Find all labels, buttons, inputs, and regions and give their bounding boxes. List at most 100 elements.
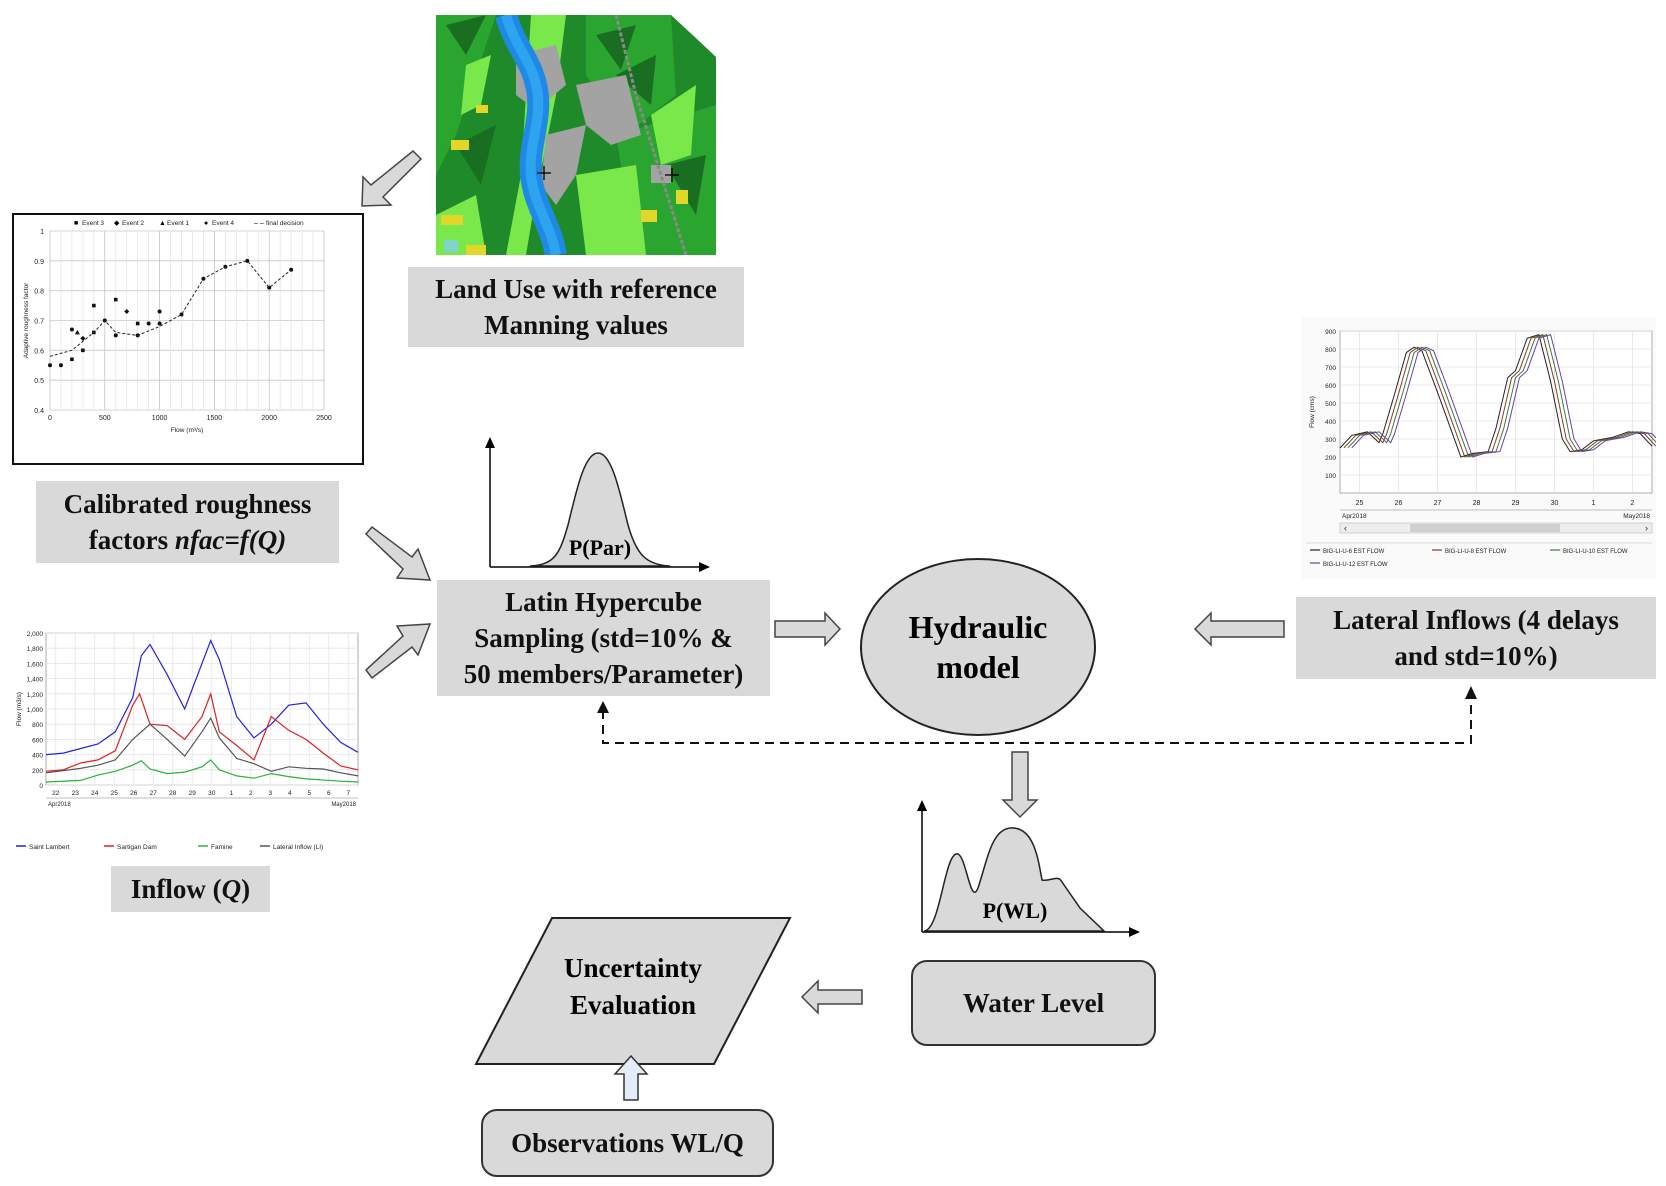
- roughness-point-0: [48, 363, 52, 368]
- roughness-point-8: [92, 303, 96, 308]
- inflow-ytick-8: 400: [32, 753, 43, 760]
- inflow-xtick-10: 2: [249, 790, 253, 797]
- inflow-legend-label-1: Sartigan Dam: [117, 844, 157, 851]
- inflow-ytick-9: 200: [32, 768, 43, 775]
- water-level-box: Water Level: [911, 960, 1156, 1046]
- wl-curve: [923, 827, 1106, 932]
- wl-x-arrowhead: [1129, 927, 1140, 937]
- inflow-series-1: [45, 691, 359, 772]
- lateral-xtick-0: 25: [1356, 500, 1364, 507]
- hydraulic-model-ellipse: Hydraulic model: [860, 558, 1096, 736]
- inflow-series-3: [45, 716, 359, 777]
- lateral-ytick-2: 700: [1325, 365, 1336, 372]
- lateral-series-3: [1351, 333, 1665, 458]
- inflow-xtick-11: 3: [268, 790, 272, 797]
- land-use-map: [436, 15, 716, 255]
- arrow-roughness-to-lhs: [364, 525, 432, 581]
- inflow-xtick-8: 30: [208, 790, 216, 797]
- lateral-scroll-thumb: [1410, 524, 1560, 532]
- hydraulic-line2: model: [936, 649, 1020, 685]
- roughness-point-2: [70, 357, 74, 362]
- legend-label-1: Event 2: [122, 220, 144, 227]
- feedback-arrowhead-left: [597, 701, 609, 713]
- inflow-xtick-12: 4: [288, 790, 292, 797]
- inflow-ytick-1: 1,800: [27, 646, 44, 653]
- y-axis-label: Adaptive roughness factor: [23, 282, 30, 358]
- land-use-label-line2: Manning values: [484, 310, 668, 340]
- lateral-inflows-label-line2: and std=10%): [1394, 641, 1558, 671]
- feedback-arrowhead-right: [1465, 686, 1477, 699]
- inflow-label-prefix: Inflow (: [130, 874, 222, 904]
- roughness-point-10: [113, 333, 118, 338]
- lateral-ytick-4: 500: [1325, 401, 1336, 408]
- legend-marker-1: ◆: [114, 220, 120, 227]
- ytick-5: 0.5: [34, 378, 44, 385]
- lateral-inflows-label-line1: Lateral Inflows (4 delays: [1333, 605, 1619, 635]
- roughness-label-line1: Calibrated roughness: [63, 489, 312, 519]
- lateral-ytick-3: 600: [1325, 383, 1336, 390]
- inflow-xtick-4: 26: [130, 790, 138, 797]
- roughness-label-formula: nfac=f(Q): [174, 525, 287, 555]
- lateral-month-left: Apr2018: [1342, 513, 1367, 520]
- inflow-xtick-9: 1: [229, 790, 233, 797]
- lateral-xtick-5: 30: [1551, 500, 1559, 507]
- water-level-distribution: P(WL): [917, 800, 1140, 937]
- arrow-lhs-to-hydraulic: [774, 611, 842, 647]
- roughness-point-12: [124, 309, 130, 315]
- inflow-ytick-4: 1,200: [27, 692, 44, 699]
- lhs-line1: Latin Hypercube: [505, 587, 702, 617]
- legend-marker-4: – –: [254, 220, 264, 227]
- roughness-point-16: [157, 309, 162, 314]
- roughness-point-1: [58, 363, 63, 368]
- inflow-legend-label-2: Famine: [211, 844, 233, 851]
- ytick-0: 1: [40, 229, 44, 236]
- inflow-label-suffix: ): [241, 874, 251, 904]
- observations-box: Observations WL/Q: [481, 1109, 774, 1177]
- lateral-xtick-4: 29: [1512, 500, 1520, 507]
- roughness-label: Calibrated roughness factors nfac=f(Q): [36, 481, 339, 563]
- water-level-text: Water Level: [962, 988, 1105, 1018]
- par-x-arrowhead: [699, 562, 710, 572]
- par-curve: [529, 452, 671, 567]
- wl-y-arrowhead: [917, 800, 927, 811]
- inflow-xtick-7: 29: [189, 790, 197, 797]
- inflow-legend-label-0: Saint Lambert: [29, 844, 70, 851]
- inflow-xtick-0: 22: [52, 790, 60, 797]
- inflow-month-right: May2018: [331, 802, 356, 808]
- latin-hypercube-box: Latin Hypercube Sampling (std=10% & 50 m…: [437, 580, 770, 696]
- ytick-2: 0.8: [34, 289, 44, 296]
- inflow-chart-svg: 2,0001,8001,6001,4001,2001,0008006004002…: [16, 631, 359, 851]
- lateral-xtick-6: 1: [1592, 500, 1596, 507]
- legend-marker-3: ●: [204, 220, 208, 227]
- inflow-ytick-7: 600: [32, 737, 43, 744]
- lateral-legend-label-2: BIG-LI-U-10 EST FLOW: [1563, 549, 1628, 555]
- inflow-ytick-6: 800: [32, 722, 43, 729]
- inflow-series-2: [45, 759, 359, 783]
- legend-marker-0: ■: [74, 220, 78, 227]
- arrow-lateral-to-hydraulic: [1193, 611, 1285, 647]
- land-use-label-line1: Land Use with reference: [435, 274, 717, 304]
- lateral-series-0: [1339, 333, 1653, 458]
- inflow-month-left: Apr2018: [48, 802, 71, 808]
- inflow-xtick-1: 23: [72, 790, 80, 797]
- inflow-xtick-5: 27: [150, 790, 158, 797]
- lhs-line3: 50 members/Parameter): [463, 659, 744, 689]
- inflow-xtick-6: 28: [169, 790, 177, 797]
- roughness-point-4: [69, 327, 74, 332]
- ytick-6: 0.4: [34, 408, 44, 415]
- roughness-point-17: [157, 321, 162, 326]
- inflow-xtick-3: 25: [111, 790, 119, 797]
- lateral-ytick-8: 100: [1325, 473, 1336, 480]
- legend-marker-2: ▲: [159, 220, 166, 227]
- inflow-xtick-13: 5: [307, 790, 311, 797]
- roughness-point-14: [135, 321, 140, 326]
- arrow-landuse-to-roughness: [361, 149, 423, 207]
- inflow-label: Inflow (Q): [111, 866, 270, 912]
- arrow-inflow-to-lhs: [364, 623, 432, 680]
- xtick-5: 2500: [316, 415, 332, 422]
- parameter-distribution: P(Par): [485, 437, 710, 572]
- roughness-chart-svg: ■Event 3◆Event 2▲Event 1●Event 4– –final…: [23, 220, 332, 434]
- lateral-plot-area: [1339, 330, 1653, 494]
